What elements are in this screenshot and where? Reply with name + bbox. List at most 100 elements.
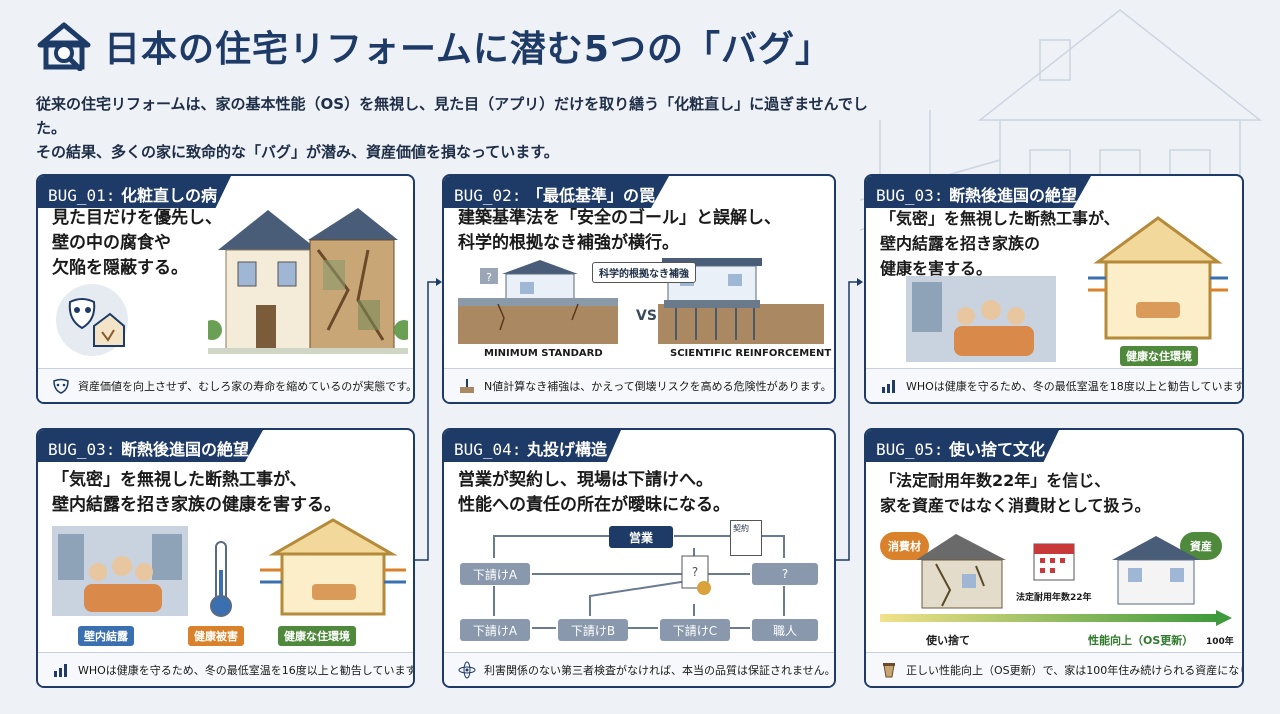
footer-text: 正しい性能向上（OS更新）で、家は100年住み続けられる資産になります。 <box>906 663 1242 677</box>
foundation-icon <box>460 378 474 393</box>
card-bug-05: BUG_05: 使い捨て文化 「法定耐用年数22年」を信じ、 家を資産ではなく消… <box>864 428 1244 688</box>
lead-line: 壁内結露を招き家族の健康を害する。 <box>52 495 341 515</box>
card-lead: 見た目だけを優先し、 壁の中の腐食や 欠陥を隠蔽する。 <box>52 206 222 281</box>
chart-icon <box>882 379 895 393</box>
bug-code: BUG_05: <box>876 440 944 459</box>
lead-line: 欠陥を隠蔽する。 <box>52 258 188 278</box>
old-house-illustration <box>916 534 1006 609</box>
legal-lifespan-label: 法定耐用年数22年 <box>1016 593 1092 603</box>
health-damage-label: 健康被害 <box>188 626 244 646</box>
bug-code: BUG_02: <box>454 186 522 205</box>
card-footer: WHOは健康を守るため、冬の最低室温を18度以上と勧告しています。 <box>866 368 1242 402</box>
lead-line: 営業が契約し、現場は下請けへ。 <box>458 470 713 490</box>
lead-line: 「気密」を無視した断熱工事が、 <box>880 209 1120 228</box>
card-footer: 利害関係のない第三者検査がなければ、本当の品質は保証されません。 <box>444 652 834 686</box>
lead-line: 壁内結露を招き家族の <box>880 234 1041 253</box>
lead-line: 建築基準法を「安全のゴール」と誤解し、 <box>458 208 781 228</box>
card-footer: 資産価値を向上させず、むしろ家の寿命を縮めているのが実態です。 <box>38 368 413 402</box>
svg-text:?: ? <box>692 565 698 579</box>
intro-text: 従来の住宅リフォームは、家の基本性能（OS）を無視し、見た目（アプリ）だけを取り… <box>36 92 896 164</box>
card-bug-04: BUG_04: 丸投げ構造 営業が契約し、現場は下請けへ。 性能への責任の所在が… <box>442 428 836 688</box>
flow-sub-b: 下請けB <box>558 619 628 641</box>
bug-name: 「最低基準」の罠 <box>527 186 656 205</box>
card-tag: BUG_01: 化粧直しの病 <box>38 176 232 208</box>
flow-sales: 営業 <box>609 526 673 548</box>
consumable-badge: 消費材 <box>880 532 929 560</box>
card-tag: BUG_05: 使い捨て文化 <box>866 430 1060 462</box>
mask-icon <box>56 284 128 356</box>
lead-line: 「法定耐用年数22年」を信じ、 <box>880 471 1111 490</box>
card-tag: BUG_02: 「最低基準」の罠 <box>444 176 670 208</box>
contract-document-icon: 契約 <box>730 520 762 556</box>
calendar-icon <box>1033 543 1075 581</box>
card-lead: 「気密」を無視した断熱工事が、 壁内結露を招き家族の健康を害する。 <box>52 468 341 518</box>
card-bug-03-bottom: BUG_03: 断熱後進国の絶望 「気密」を無視した断熱工事が、 壁内結露を招き… <box>36 428 415 688</box>
footer-text: N値計算なき補強は、かえって倒壊リスクを高める危険性があります。 <box>484 379 832 393</box>
wall-condensation-label: 壁内結露 <box>78 626 134 646</box>
card-lead: 営業が契約し、現場は下請けへ。 性能への責任の所在が曖昧になる。 <box>458 468 730 518</box>
card-bug-02: BUG_02: 「最低基準」の罠 建築基準法を「安全のゴール」と誤解し、 科学的… <box>442 174 836 404</box>
flow-craftsman: 職人 <box>752 619 818 641</box>
card-bug-01: BUG_01: 化粧直しの病 見た目だけを優先し、 壁の中の腐食や 欠陥を隠蔽す… <box>36 174 415 404</box>
insulated-house-illustration <box>260 518 406 616</box>
disposable-label: 使い捨て <box>926 634 970 647</box>
lead-line: 科学的根拠なき補強が横行。 <box>458 233 679 253</box>
card-lead: 建築基準法を「安全のゴール」と誤解し、 科学的根拠なき補強が横行。 <box>458 206 781 256</box>
bug-name: 断熱後進国の絶望 <box>121 440 250 459</box>
lead-line: 健康を害する。 <box>880 259 993 278</box>
bug-code: BUG_03: <box>876 186 944 205</box>
lead-line: 壁の中の腐食や <box>52 233 171 253</box>
years-label: 100年 <box>1206 637 1234 647</box>
intro-line-1: 従来の住宅リフォームは、家の基本性能（OS）を無視し、見た目（アプリ）だけを取り… <box>36 95 868 137</box>
bug-name: 使い捨て文化 <box>949 440 1046 459</box>
card-footer: WHOは健康を守るため、冬の最低室温を16度以上と勧告しています。 <box>38 652 413 686</box>
bug-name: 化粧直しの病 <box>121 186 218 205</box>
damaged-house-illustration <box>208 208 408 354</box>
footer-text: 利害関係のない第三者検査がなければ、本当の品質は保証されません。 <box>484 663 834 677</box>
flow-unknown: ? <box>752 563 818 585</box>
minimum-standard-label: MINIMUM STANDARD <box>484 348 603 359</box>
card-footer: 正しい性能向上（OS更新）で、家は100年住み続けられる資産になります。 <box>866 652 1242 686</box>
vs-label: VS <box>636 308 657 324</box>
contract-label: 契約 <box>733 524 749 533</box>
bug-code: BUG_01: <box>48 186 116 205</box>
lead-line: 「気密」を無視した断熱工事が、 <box>52 470 307 490</box>
lead-line: 見た目だけを優先し、 <box>52 208 222 228</box>
page-header: 日本の住宅リフォームに潜む5つの「バグ」 <box>36 20 832 72</box>
foundation-comparison-illustration: ? <box>458 258 824 344</box>
chart-icon <box>54 663 67 677</box>
card-lead: 「気密」を無視した断熱工事が、 壁内結露を招き家族の 健康を害する。 <box>880 206 1120 281</box>
bug-code: BUG_03: <box>48 440 116 459</box>
intro-line-2: その結果、多くの家に致命的な「バグ」が潜み、資産価値を損なっています。 <box>36 143 559 161</box>
healthy-environment-label: 健康な住環境 <box>278 626 356 646</box>
svg-text:?: ? <box>486 271 492 284</box>
bug-name: 断熱後進国の絶望 <box>949 186 1078 205</box>
page-title: 日本の住宅リフォームに潜む5つの「バグ」 <box>104 29 832 70</box>
footer-text: WHOは健康を守るため、冬の最低室温を16度以上と勧告しています。 <box>78 663 413 677</box>
bug-name: 丸投げ構造 <box>527 440 608 459</box>
mask-icon <box>53 378 69 394</box>
timeline-arrow <box>880 610 1232 626</box>
card-lead: 「法定耐用年数22年」を信じ、 家を資産ではなく消費財として扱う。 <box>880 468 1151 518</box>
callout-label: 科学的根拠なき補強 <box>592 262 696 283</box>
card-bug-03-top: BUG_03: 断熱後進国の絶望 「気密」を無視した断熱工事が、 壁内結露を招き… <box>864 174 1244 404</box>
bug-code: BUG_04: <box>454 440 522 459</box>
card-footer: N値計算なき補強は、かえって倒壊リスクを高める危険性があります。 <box>444 368 834 402</box>
certificate-icon: ? <box>681 555 711 595</box>
flow-sub-c: 下請けC <box>660 619 730 641</box>
card-tag: BUG_04: 丸投げ構造 <box>444 430 622 462</box>
flow-sub-a: 下請けA <box>460 563 530 585</box>
card-tag: BUG_03: 断熱後進国の絶望 <box>866 176 1092 208</box>
atom-icon <box>458 661 476 678</box>
lead-line: 性能への責任の所在が曖昧になる。 <box>458 495 730 515</box>
lead-line: 家を資産ではなく消費財として扱う。 <box>880 496 1151 515</box>
cup-icon <box>883 662 895 677</box>
card-tag: BUG_03: 断熱後進国の絶望 <box>38 430 264 462</box>
thermometer-icon <box>210 541 232 617</box>
footer-text: 資産価値を向上させず、むしろ家の寿命を縮めているのが実態です。 <box>78 379 413 393</box>
new-house-illustration <box>1112 536 1200 605</box>
insulated-house-illustration <box>1088 216 1228 340</box>
house-search-icon <box>37 22 91 71</box>
cold-room-illustration <box>52 526 188 616</box>
healthy-environment-badge: 健康な住環境 <box>1120 346 1198 366</box>
